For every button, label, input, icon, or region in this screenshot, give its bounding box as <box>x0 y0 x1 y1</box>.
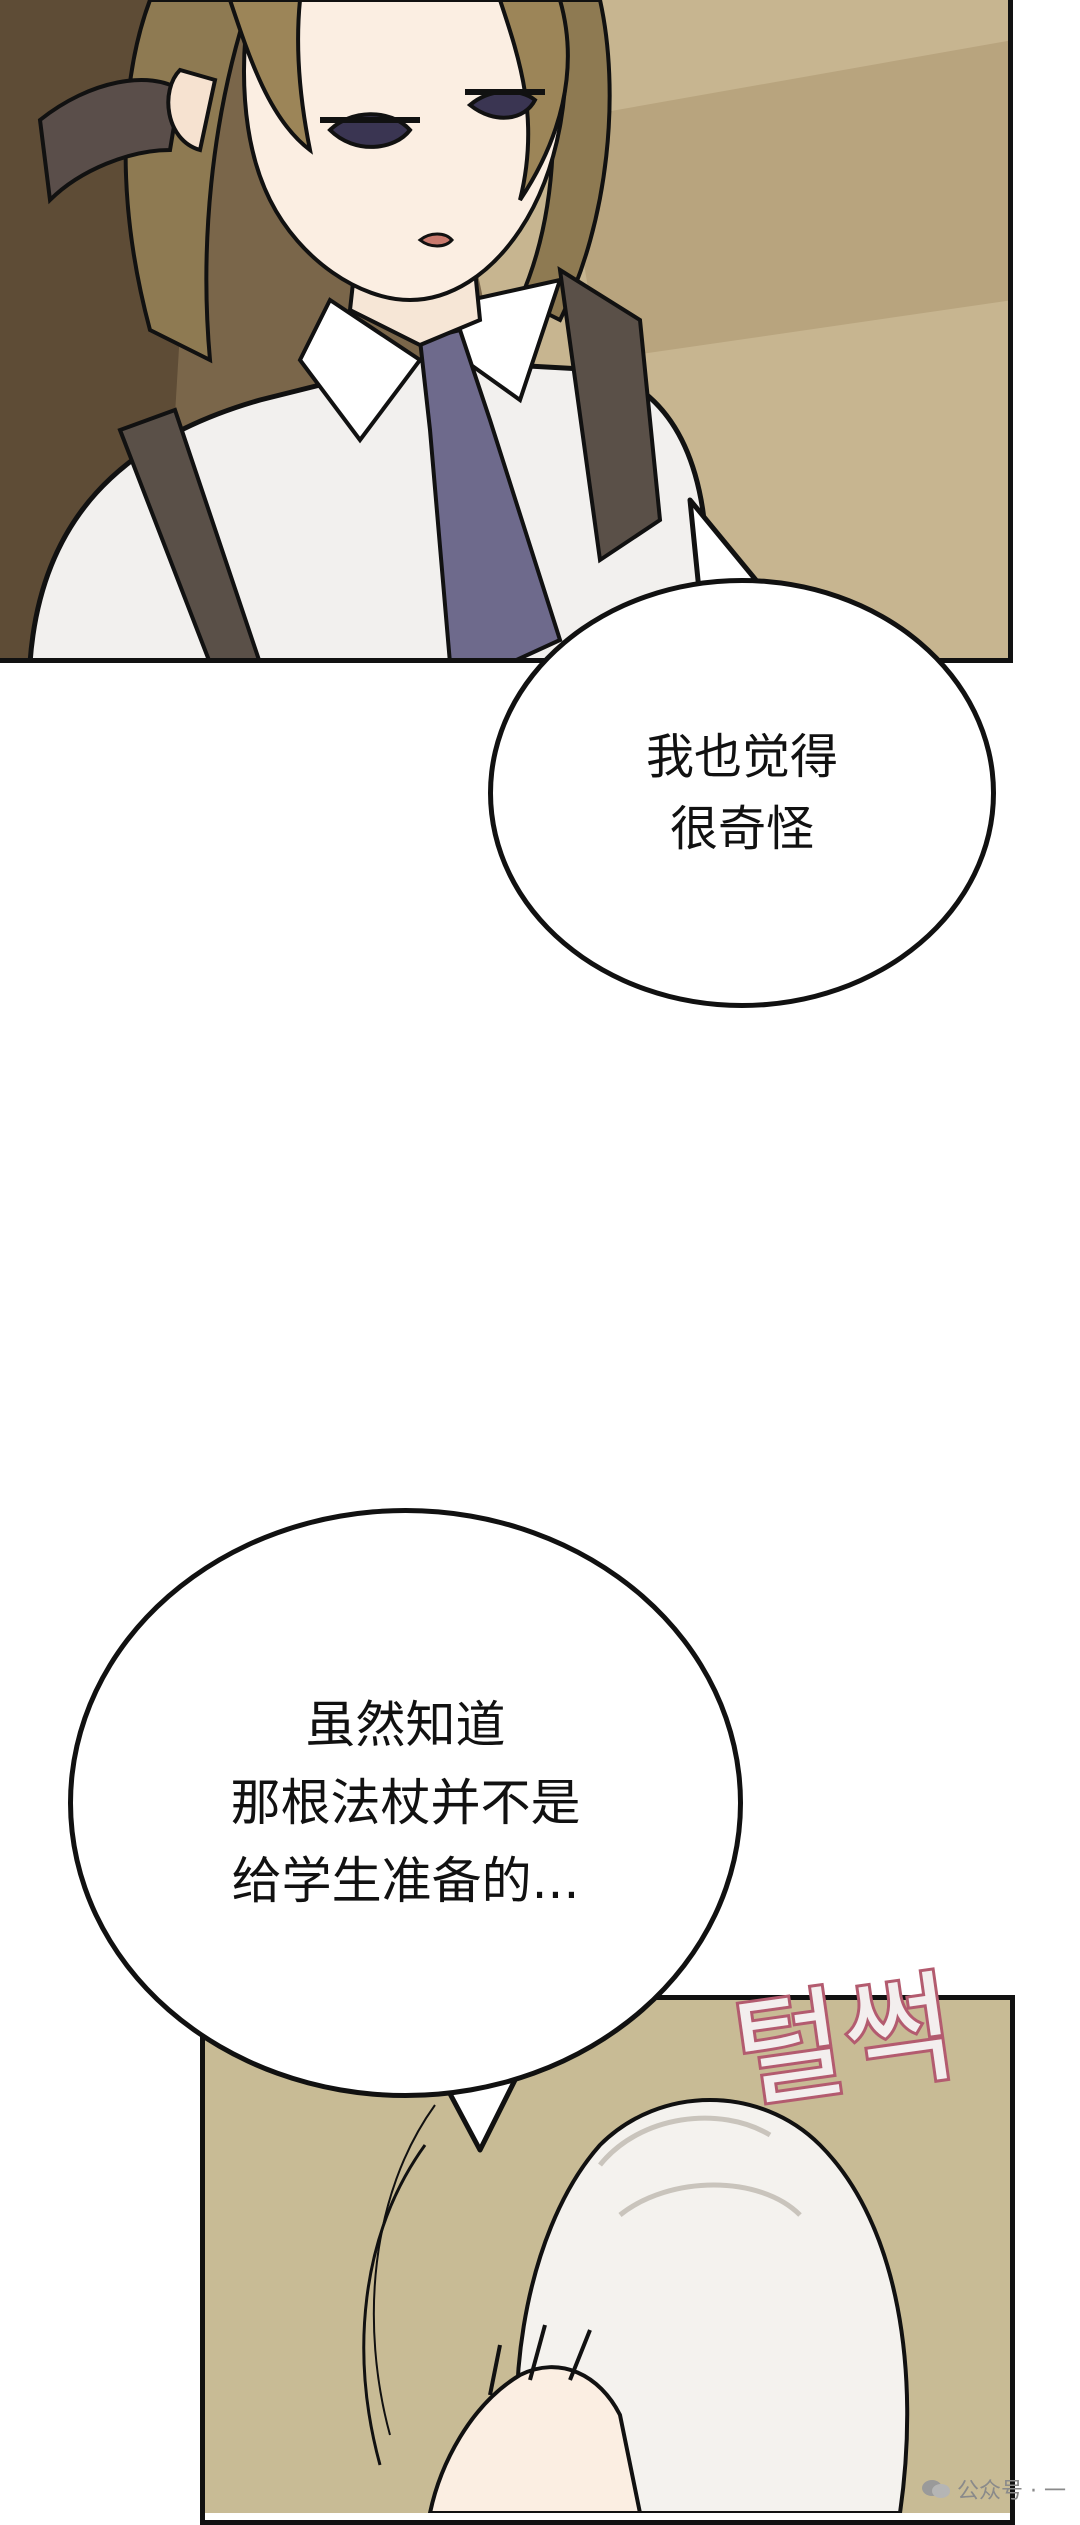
speech-bubble-2-text: 虽然知道 那根法杖并不是 给学生准备的... <box>230 1696 581 1910</box>
watermark: 公众号 · 一 <box>921 2473 1066 2505</box>
bangs-left <box>227 0 313 155</box>
speech-bubble-2: 虽然知道 那根法杖并不是 给学生准备的... <box>68 1508 743 2098</box>
motion-line <box>362 2144 427 2466</box>
face <box>242 0 568 303</box>
hair-strand <box>598 2115 772 2167</box>
finger <box>488 2344 502 2396</box>
top-panel-art <box>0 0 1013 663</box>
bubble-1-tail-joint <box>706 590 752 608</box>
hand <box>427 2365 643 2513</box>
strap-right <box>557 266 663 564</box>
finger <box>568 2329 592 2381</box>
hair-strand <box>618 2182 802 2217</box>
top-panel <box>0 0 1013 663</box>
wall-panel <box>560 40 1013 360</box>
collar-left <box>297 297 423 444</box>
speech-bubble-1: 我也觉得 很奇怪 <box>488 578 996 1008</box>
necktie <box>417 327 563 663</box>
bottom-panel <box>200 1995 1015 2513</box>
motion-line <box>372 2104 436 2436</box>
strap-left <box>117 407 263 663</box>
speech-bubble-1-text: 我也觉得 很奇怪 <box>645 729 838 857</box>
wechat-icon <box>922 2480 951 2498</box>
ear <box>166 67 218 153</box>
mouth <box>417 232 454 248</box>
finger <box>528 2324 547 2381</box>
sound-effect-text: 털썩 <box>725 1958 963 2126</box>
sound-effect: 털썩 <box>722 1955 966 2129</box>
watermark-text: 公众号 · 一 <box>957 2479 1066 2504</box>
